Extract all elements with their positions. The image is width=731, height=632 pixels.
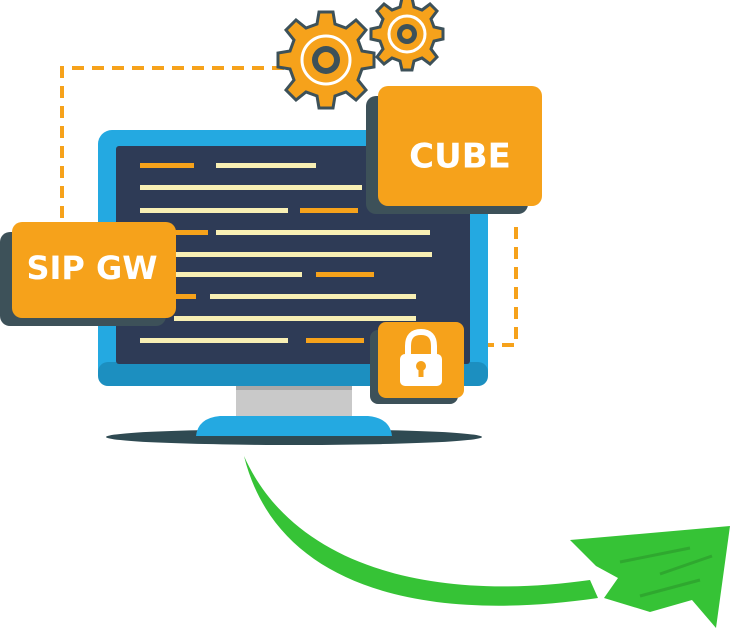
lock-icon: [400, 328, 442, 386]
sip-gw-label: SIP GW: [26, 249, 157, 287]
curved-arrow-icon: [244, 456, 730, 628]
sip-gw-box: SIP GW: [0, 222, 176, 326]
gear-icon: [276, 10, 376, 110]
cube-label: CUBE: [409, 137, 511, 177]
gear-icon-small: [369, 0, 445, 72]
cube-box: CUBE: [366, 86, 542, 214]
dashed-connector-right: [482, 220, 518, 347]
lock-box: [370, 322, 464, 404]
code-lines: [140, 163, 432, 343]
monitor-base: [196, 416, 392, 436]
dashed-connector: [60, 66, 290, 218]
